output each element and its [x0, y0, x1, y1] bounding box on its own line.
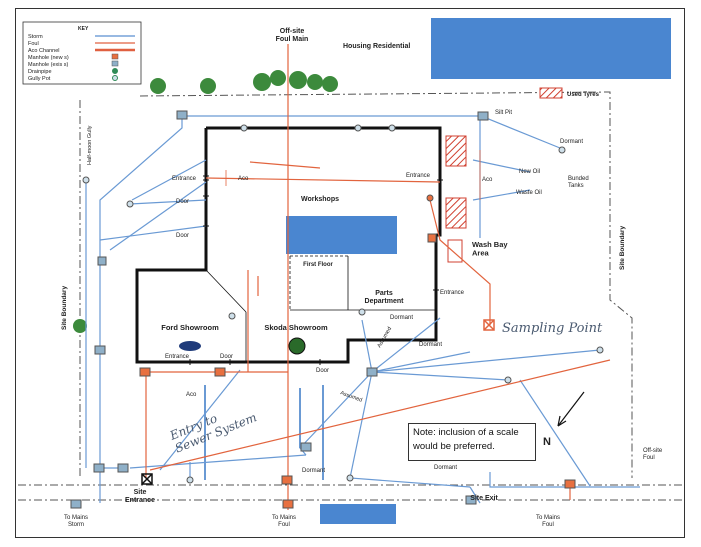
key-symbol — [111, 60, 119, 67]
bunded-tank-1 — [445, 135, 467, 167]
label-first-floor: First Floor — [303, 262, 333, 268]
label-site-exit: Site Exit — [470, 495, 498, 502]
label-sampling-point: Sampling Point — [502, 321, 603, 336]
label-half-moon-gully: Half-moon Gully — [87, 125, 93, 165]
key-symbol — [111, 53, 119, 60]
key-symbol — [112, 68, 118, 74]
sewer-entry-marker — [141, 473, 153, 485]
aco-channels — [225, 150, 481, 200]
door-marks — [189, 175, 443, 365]
north-arrow — [557, 391, 585, 427]
label-dormant-mid: Dormant — [390, 315, 413, 321]
key-label: Storm — [28, 34, 43, 40]
key-symbol — [112, 75, 118, 81]
label-dormant-tr: Dormant — [560, 139, 583, 145]
label-door-ford: Door — [220, 354, 233, 360]
foul-network — [145, 44, 611, 510]
label-entrance-parts: Entrance — [440, 290, 465, 296]
key-label: Manhole (new s) — [28, 55, 69, 61]
site-boundary — [18, 91, 683, 501]
tree-row — [73, 70, 338, 333]
skoda-logo — [288, 337, 306, 355]
label-entrance-ford: Entrance — [165, 354, 190, 360]
key-label: Manhole (exis s) — [28, 62, 69, 68]
label-door-2: Door — [176, 233, 189, 239]
sampling-point-marker — [483, 319, 495, 331]
label-site-boundary-left: Site Boundary — [61, 286, 68, 330]
key-label: Drainpipe — [28, 69, 52, 75]
label-skoda-showroom: Skoda Showroom — [264, 323, 328, 332]
key-label: Foul — [28, 41, 39, 47]
svg-text:Used Tyres: Used Tyres — [567, 92, 600, 98]
drawing-frame — [15, 8, 685, 538]
scale-note: Note: inclusion of a scale would be pref… — [408, 423, 536, 461]
redaction-top-right — [431, 18, 671, 79]
redaction-bottom — [320, 504, 396, 524]
label-workshops: Workshops — [301, 196, 339, 203]
label-entrance-left: Entrance — [172, 176, 197, 182]
used-tyres-area — [539, 87, 563, 99]
label-entrance-right: Entrance — [406, 173, 431, 179]
label-aco-bottom: Aco — [186, 392, 197, 398]
label-dormant-bottom: Dormant — [302, 468, 325, 474]
gully-pots — [82, 124, 604, 484]
label-aco-right: Aco — [482, 177, 493, 183]
label-assumed-1: Assumed — [377, 326, 394, 349]
label-assumed-2: Assumed — [339, 390, 363, 403]
label-site-boundary-right: Site Boundary — [619, 226, 626, 270]
manholes — [70, 110, 576, 509]
label-ford-showroom: Ford Showroom — [161, 323, 219, 332]
key-label: Aco Channel — [28, 48, 60, 54]
label-waste-oil: Waste Oil — [516, 190, 542, 196]
ford-logo — [179, 341, 201, 351]
label-door-skoda: Door — [316, 368, 329, 374]
bunded-tank-2 — [445, 197, 467, 229]
label-dormant-bottom2: Dormant — [434, 465, 457, 471]
wash-bay — [447, 239, 463, 263]
label-aco-top: Aco — [238, 176, 249, 182]
label-dormant-mid2: Dormant — [419, 342, 442, 348]
svg-text:KEY: KEY — [78, 26, 89, 32]
label-housing-residential: Housing Residential — [343, 43, 410, 50]
label-silt-pit: Silt Pit — [495, 110, 512, 116]
redaction-workshops — [286, 216, 397, 254]
north-label: N — [543, 436, 551, 448]
label-new-oil: New Oil — [519, 169, 540, 175]
label-door-1: Door — [176, 199, 189, 205]
key-label: Gully Pot — [28, 76, 51, 82]
storm-network — [85, 115, 640, 504]
